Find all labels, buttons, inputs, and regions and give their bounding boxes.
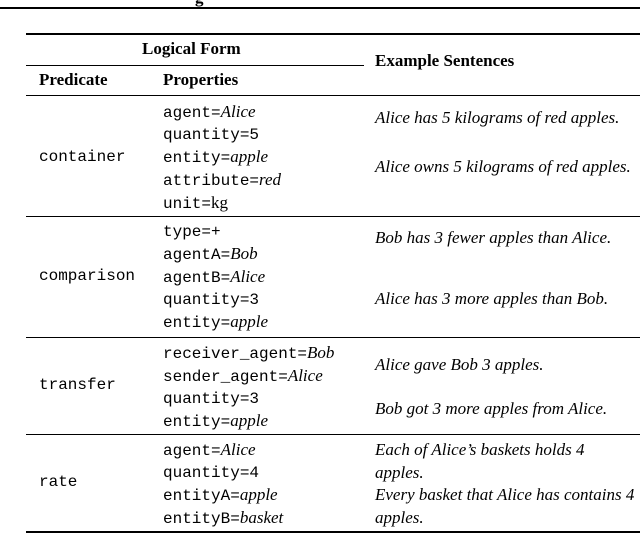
property-line: agentA=Bob [163, 244, 258, 264]
predicate-rate: rate [39, 473, 78, 491]
sentence: Alice gave Bob 3 apples. [375, 355, 544, 374]
predicate-container: container [39, 148, 126, 166]
header-properties: Properties [163, 70, 239, 89]
sentence: Bob got 3 more apples from Alice. [375, 399, 608, 418]
properties-rate: agent=Alice quantity=4 entityA=apple ent… [163, 439, 283, 530]
table-bottom-rule [26, 531, 640, 533]
caption-rule [0, 7, 640, 9]
sentence: Alice owns 5 kilograms of red apples. [375, 157, 631, 176]
row-divider-2 [26, 337, 640, 338]
properties-transfer: receiver_agent=Bob sender_agent=Alice qu… [163, 342, 334, 433]
predicate-comparison: comparison [39, 267, 136, 285]
sentence: Alice has 3 more apples than Bob. [375, 289, 609, 308]
property-line: entityA=apple [163, 485, 278, 505]
property-line: sender_agent=Alice [163, 366, 323, 386]
properties-container: agent=Alice quantity=5 entity=apple attr… [163, 101, 281, 215]
property-line: entity=apple [163, 312, 268, 332]
property-line: type=+ [163, 223, 221, 241]
predicate-transfer: transfer [39, 376, 116, 394]
property-line: unit=kg [163, 193, 229, 213]
property-line: attribute=red [163, 170, 282, 190]
property-line: quantity=5 [163, 126, 260, 144]
sentence: Bob has 3 fewer apples than Alice. [375, 228, 612, 247]
property-line: agent=Alice [163, 440, 256, 460]
property-line: entityB=basket [163, 508, 284, 528]
sentence: Each of Alice’s baskets holds 4 apples. [375, 440, 585, 482]
property-line: quantity=3 [163, 291, 260, 309]
header-predicate: Predicate [39, 70, 108, 89]
row-divider-3 [26, 434, 640, 435]
header-bottom-rule [26, 95, 640, 96]
sentence: Alice has 5 kilograms of red apples. [375, 108, 620, 127]
sentence: Every basket that Alice has contains 4 a… [375, 485, 635, 527]
caption-fragment: g [195, 0, 204, 8]
header-example-sentences: Example Sentences [375, 51, 515, 70]
properties-comparison: type=+ agentA=Bob agentB=Alice quantity=… [163, 221, 268, 334]
property-line: entity=apple [163, 411, 268, 431]
property-line: entity=apple [163, 147, 268, 167]
table-top-rule [26, 33, 640, 35]
header-logical-form: Logical Form [142, 39, 241, 58]
property-line: receiver_agent=Bob [163, 343, 335, 363]
property-line: agentB=Alice [163, 267, 266, 287]
logical-form-underline [26, 65, 364, 66]
row-divider-1 [26, 216, 640, 217]
property-line: quantity=4 [163, 464, 260, 482]
property-line: quantity=3 [163, 390, 260, 408]
property-line: agent=Alice [163, 102, 256, 122]
